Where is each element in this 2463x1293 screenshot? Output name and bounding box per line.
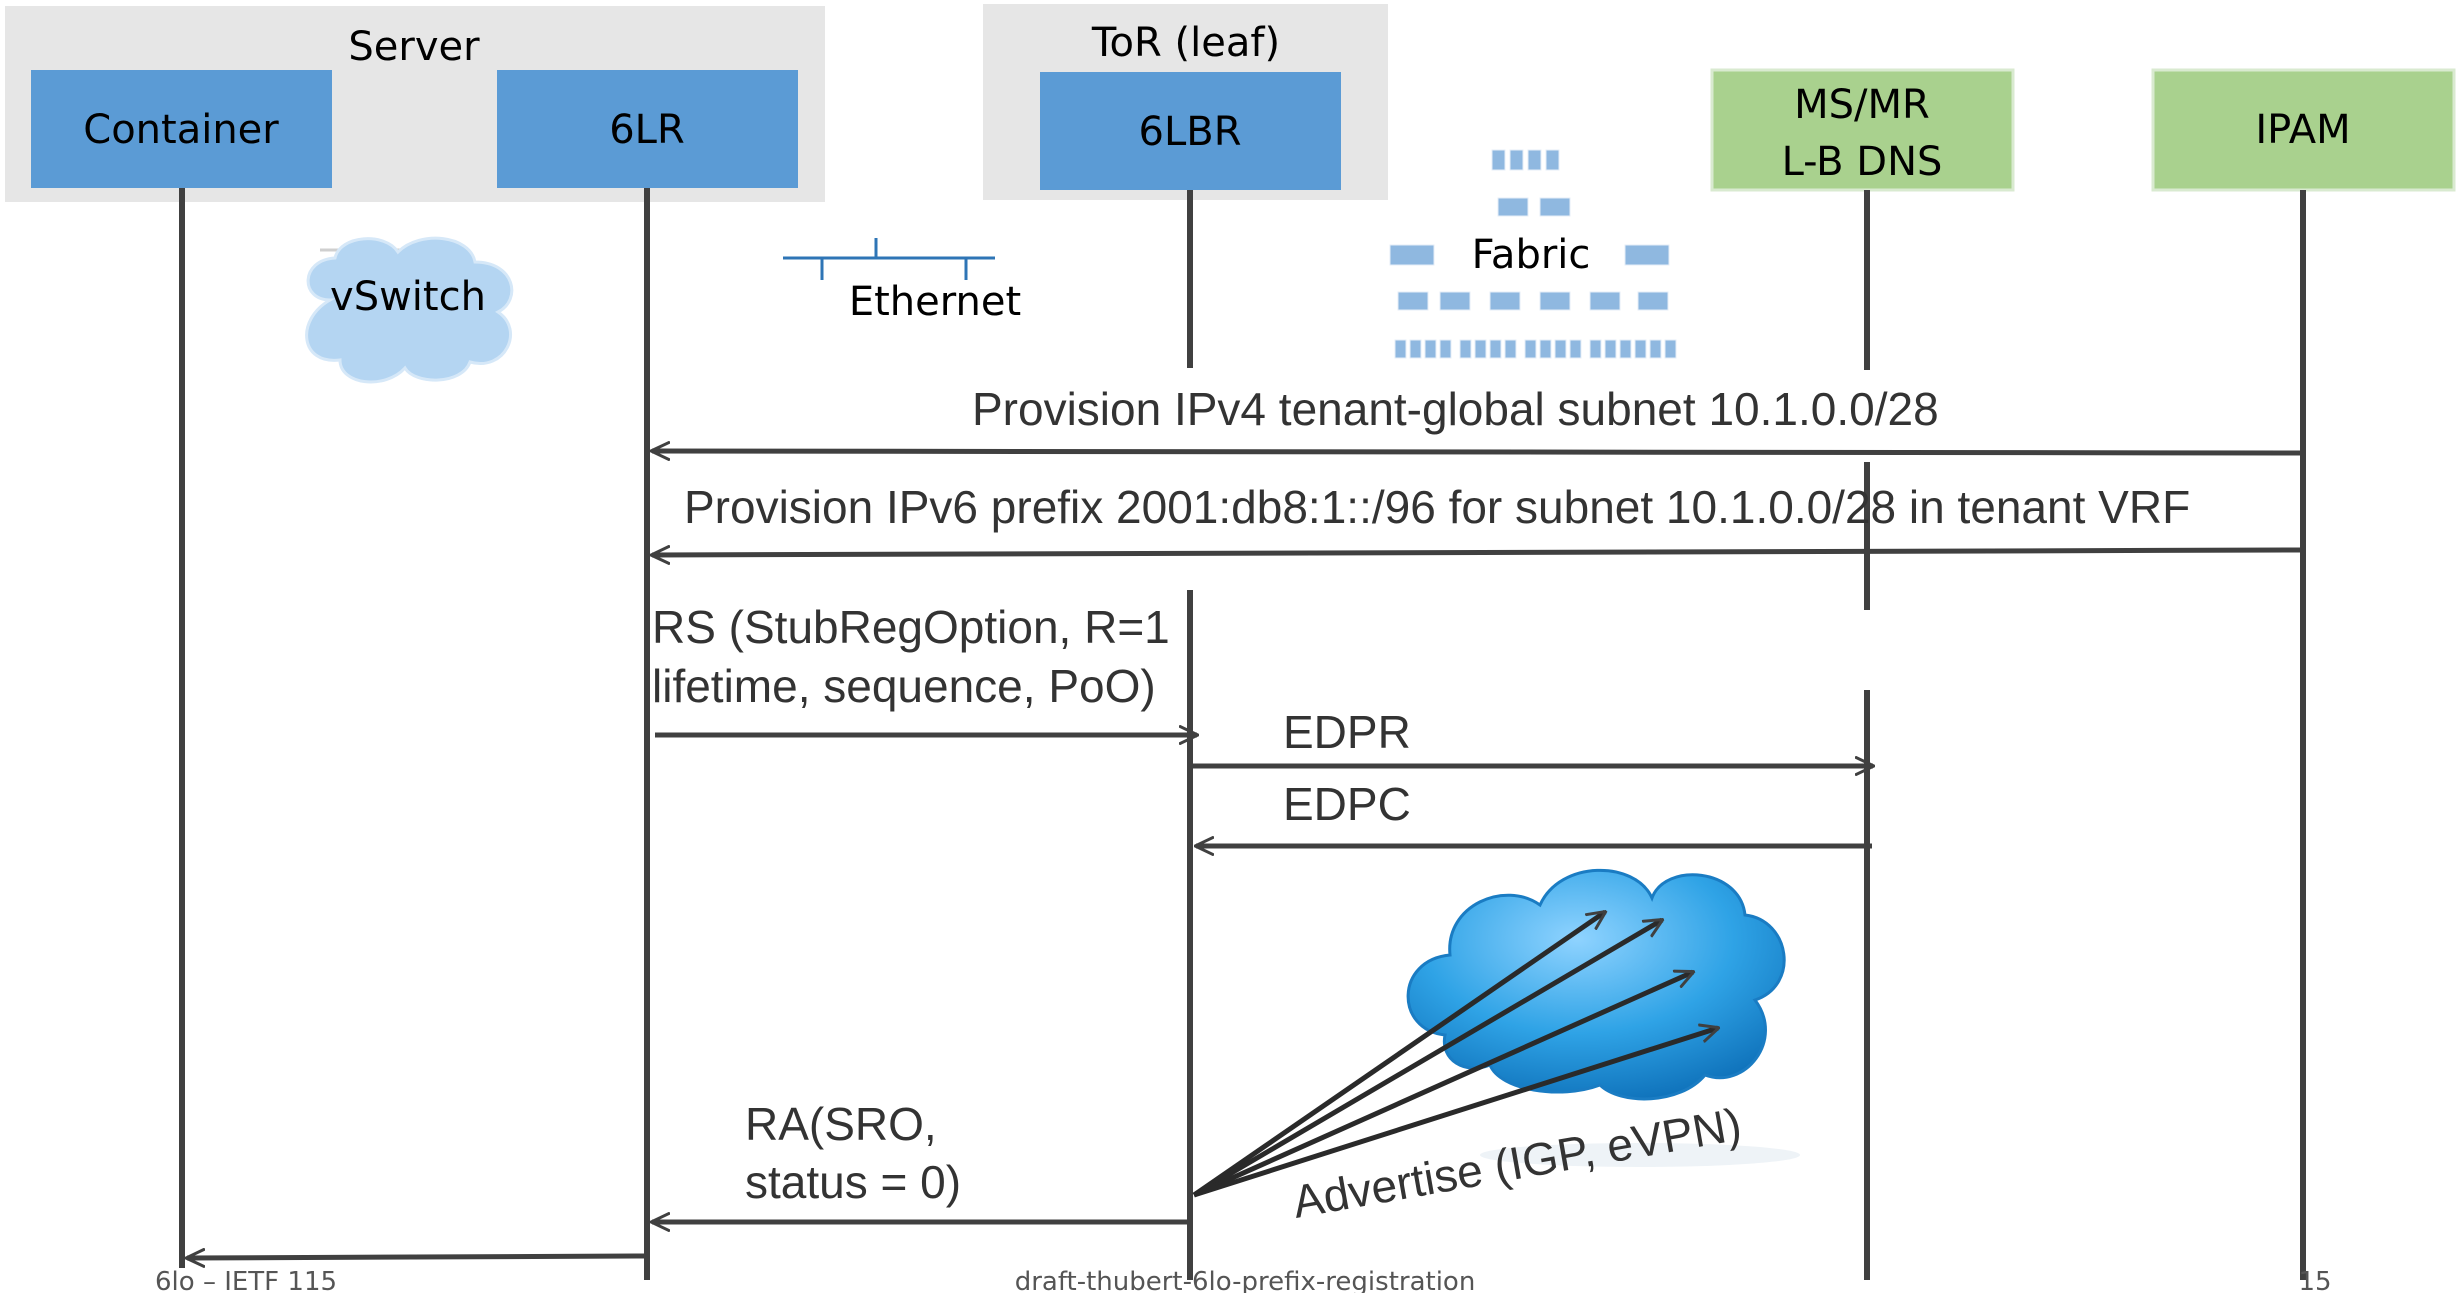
advertise-arrows bbox=[1192, 912, 1718, 1198]
ra-label-line1: RA(SRO, bbox=[745, 1098, 937, 1150]
rs-label-line1: RS (StubRegOption, R=1 bbox=[652, 601, 1170, 653]
advertise-arrow-1 bbox=[1192, 912, 1605, 1198]
6lr-node-label: 6LR bbox=[609, 107, 685, 153]
vswitch-cloud: vSwitch bbox=[305, 236, 514, 384]
msmr-node-label-line1: MS/MR bbox=[1794, 82, 1930, 128]
forward-arrow bbox=[187, 1256, 648, 1258]
container-node bbox=[31, 70, 332, 188]
routing-cloud bbox=[1406, 868, 1800, 1167]
provision-ipv6-arrow bbox=[652, 550, 2304, 555]
ethernet-label: Ethernet bbox=[849, 279, 1021, 325]
page-number: 15 bbox=[2298, 1267, 2331, 1293]
ipam-node-label: IPAM bbox=[2255, 107, 2350, 153]
advertise-arrow-3 bbox=[1192, 972, 1693, 1198]
msmr-node-label-line2: L-B DNS bbox=[1782, 139, 1943, 185]
lifelines bbox=[179, 188, 2306, 1280]
msmr-node bbox=[1710, 68, 2015, 192]
6lbr-node bbox=[1040, 72, 1341, 190]
fabric-label: Fabric bbox=[1472, 232, 1591, 278]
ra-label-line2: status = 0) bbox=[745, 1156, 961, 1208]
fabric-topology bbox=[1389, 149, 1677, 359]
provision-ipv6-label: Provision IPv6 prefix 2001:db8:1::/96 fo… bbox=[684, 481, 2190, 533]
ipam-node bbox=[2151, 68, 2456, 192]
advertise-arrow-4 bbox=[1193, 1028, 1718, 1198]
advertise-arrow-2 bbox=[1192, 920, 1662, 1198]
tor-group-label: ToR (leaf) bbox=[1091, 20, 1280, 66]
edpc-label: EDPC bbox=[1283, 778, 1411, 830]
provision-ipv4-label: Provision IPv4 tenant-global subnet 10.1… bbox=[972, 383, 1939, 435]
ethernet-symbol bbox=[783, 238, 995, 280]
provision-ipv4-arrow bbox=[652, 451, 2304, 453]
rs-label-line2: lifetime, sequence, PoO) bbox=[652, 660, 1156, 712]
6lr-node bbox=[497, 70, 798, 188]
6lbr-node-label: 6LBR bbox=[1139, 109, 1242, 155]
server-group-label: Server bbox=[348, 24, 480, 70]
container-node-label: Container bbox=[83, 107, 279, 153]
vswitch-label: vSwitch bbox=[330, 274, 486, 320]
footer-center: draft-thubert-6lo-prefix-registration bbox=[1015, 1267, 1476, 1293]
edpr-label: EDPR bbox=[1283, 706, 1411, 758]
footer-left: 6lo – IETF 115 bbox=[155, 1267, 337, 1293]
